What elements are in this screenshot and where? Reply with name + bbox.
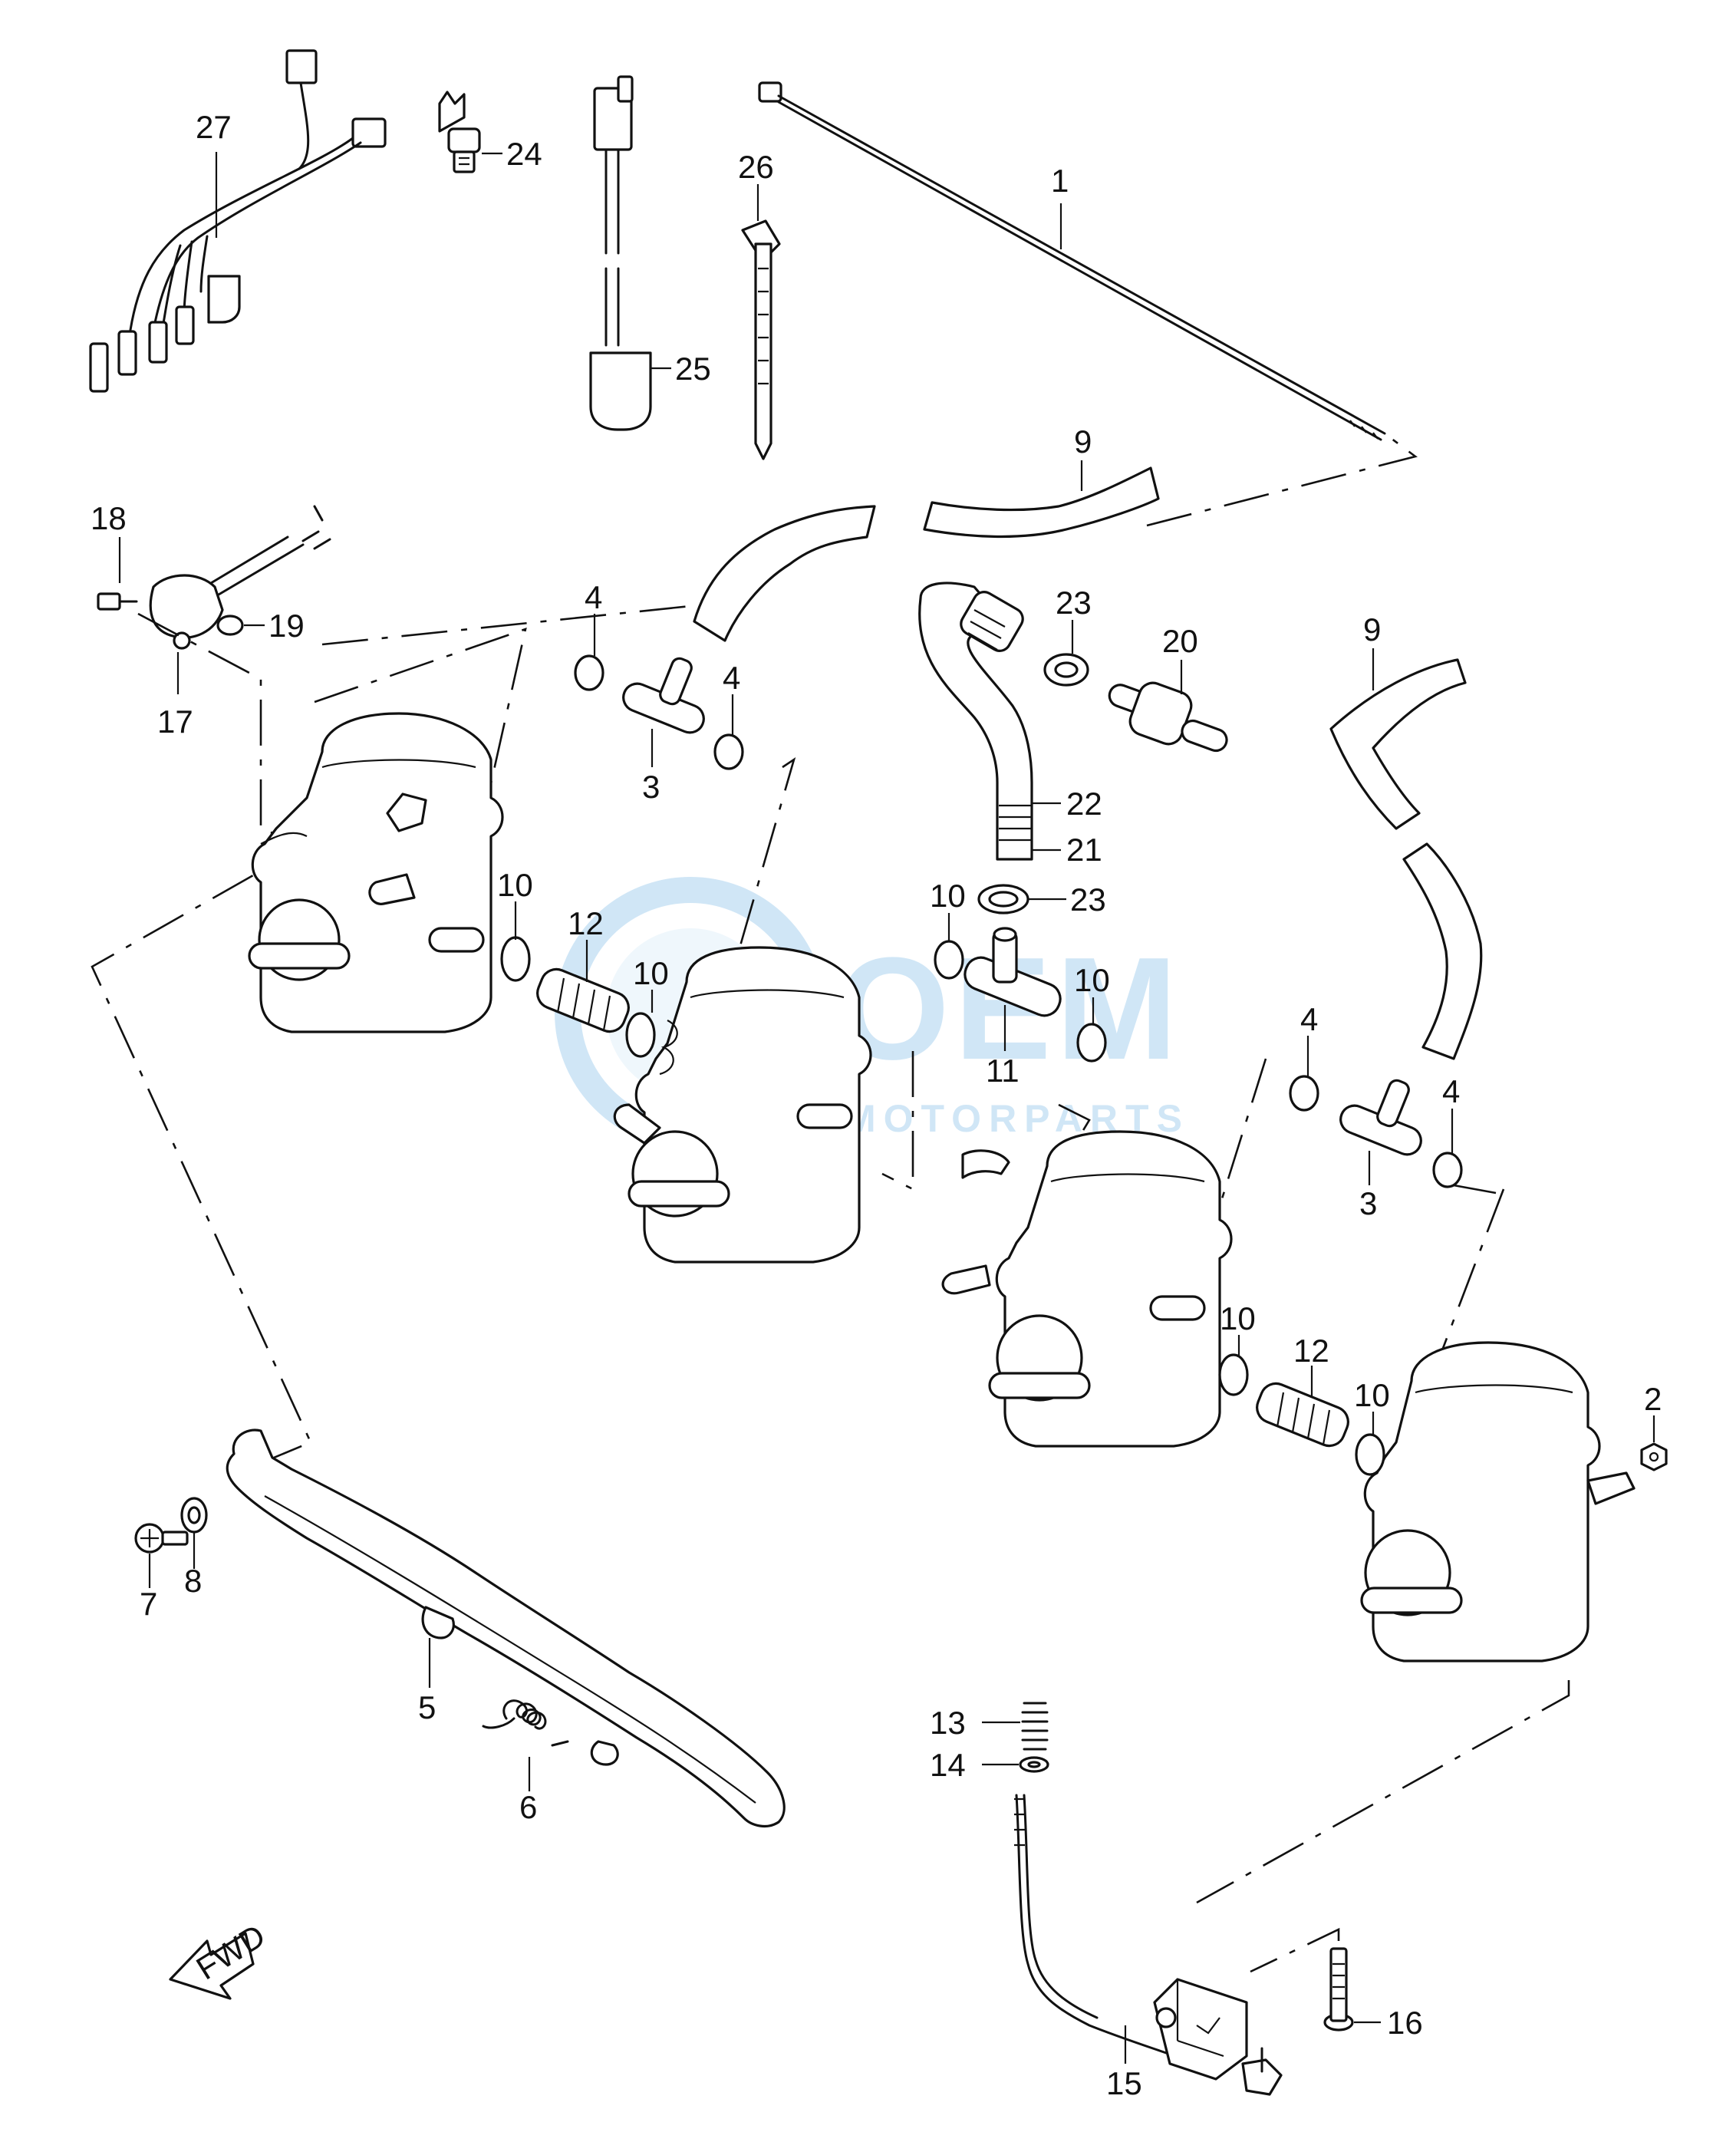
vacuum-hose-part	[693, 466, 1483, 1060]
part-labels: 1 27 24 26 25 9 18 19 17 4 4 3 23 20 9 2…	[91, 109, 1662, 2101]
part-label-2: 2	[1644, 1381, 1662, 1417]
fwd-arrow-icon: FWD	[169, 1917, 272, 2000]
wiring-harness-part	[89, 49, 387, 393]
tee-joint-part	[964, 927, 1062, 1017]
part-label-5: 5	[418, 1689, 436, 1725]
tee-fitting-part	[622, 657, 1422, 1156]
cable-tie-part	[741, 219, 781, 460]
part-label-27: 27	[196, 109, 232, 145]
o-ring-part	[574, 654, 1463, 1188]
part-label-10b: 10	[633, 955, 669, 991]
bracket-plate-part	[226, 1428, 786, 1828]
part-label-23b: 23	[1070, 881, 1106, 918]
part-label-10f: 10	[1354, 1377, 1390, 1413]
part-label-10c: 10	[930, 878, 966, 914]
part-label-18: 18	[91, 500, 127, 536]
part-label-7: 7	[140, 1586, 157, 1622]
sensor-part	[438, 91, 481, 173]
hose-clamp-part	[977, 653, 1089, 914]
rod-part	[758, 81, 1386, 441]
part-label-1: 1	[1051, 163, 1069, 199]
carburetor-4-body	[1360, 1341, 1636, 1662]
fuel-joint-part	[536, 967, 1349, 1448]
part-label-21: 21	[1066, 832, 1102, 868]
carburetor-3-body	[941, 1130, 1233, 1448]
part-label-20: 20	[1162, 623, 1198, 659]
part-label-24: 24	[506, 136, 542, 172]
part-label-26: 26	[738, 149, 774, 185]
spring-part	[482, 1699, 569, 1747]
carburetor-2-body	[613, 946, 872, 1264]
part-label-4d: 4	[1442, 1073, 1460, 1109]
part-label-12a: 12	[568, 905, 604, 941]
bolt-16-part	[1323, 1947, 1354, 2031]
part-label-22: 22	[1066, 786, 1102, 822]
spring-13-part	[1021, 1702, 1049, 1751]
carburetor-1-body	[248, 712, 504, 1033]
part-label-12b: 12	[1293, 1333, 1329, 1369]
valve-part	[1108, 681, 1228, 753]
bent-hose-part	[918, 582, 1033, 861]
part-label-10d: 10	[1074, 962, 1110, 998]
throttle-sensor-part	[97, 505, 331, 650]
part-label-9-top: 9	[1074, 423, 1092, 460]
part-label-4c: 4	[1300, 1001, 1318, 1037]
washer-14-part	[1019, 1756, 1049, 1773]
connector-part	[589, 75, 652, 431]
part-label-16: 16	[1387, 2005, 1423, 2041]
part-label-3b: 3	[1359, 1185, 1377, 1221]
part-label-6: 6	[519, 1789, 537, 1825]
part-label-8: 8	[184, 1563, 202, 1599]
part-label-10e: 10	[1220, 1300, 1256, 1336]
screw-part	[134, 1523, 189, 1554]
part-label-4b: 4	[723, 660, 740, 696]
part-label-11: 11	[986, 1053, 1020, 1089]
part-label-15: 15	[1106, 2065, 1142, 2101]
part-label-17: 17	[157, 704, 193, 740]
part-label-13: 13	[930, 1705, 966, 1741]
part-label-14: 14	[930, 1747, 966, 1783]
part-label-10a: 10	[497, 867, 533, 903]
washer-part	[180, 1497, 208, 1534]
part-label-25: 25	[675, 351, 711, 387]
o-ring-10-part	[500, 936, 1385, 1476]
part-label-3a: 3	[642, 769, 660, 805]
part-label-19: 19	[268, 608, 305, 644]
choke-cable-part	[1014, 1794, 1283, 2096]
part-label-9-right: 9	[1363, 611, 1381, 648]
part-label-23a: 23	[1056, 585, 1092, 621]
nut-part	[1640, 1442, 1668, 1471]
part-label-4a: 4	[585, 579, 602, 615]
